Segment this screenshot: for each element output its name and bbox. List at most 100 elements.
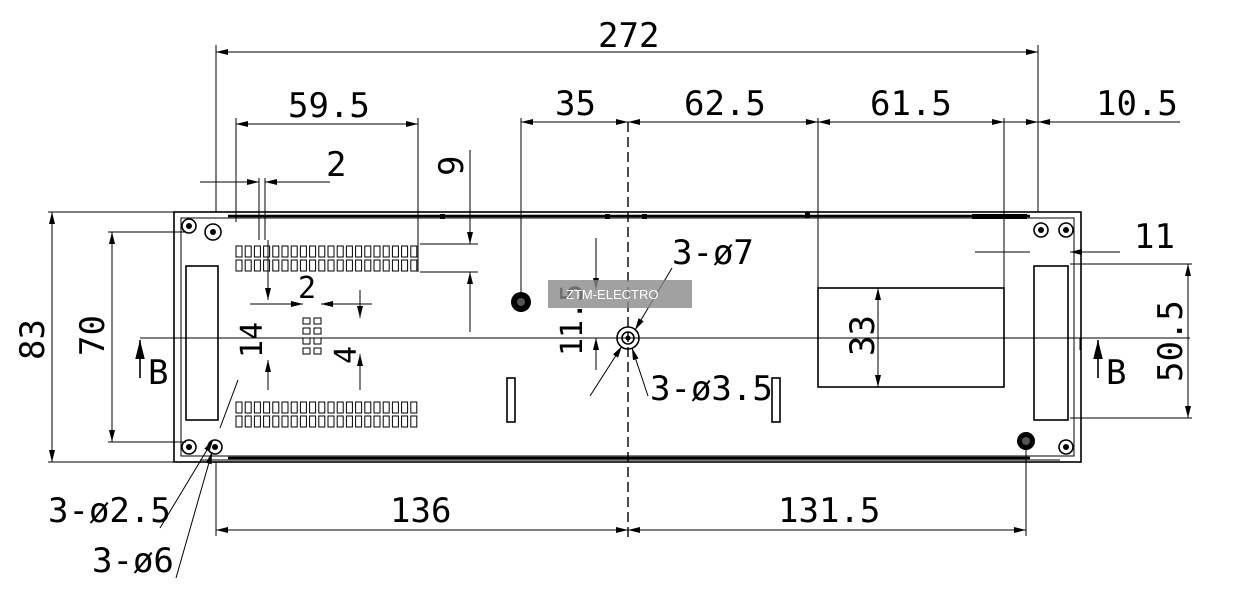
dim-3-phi7: 3-ø7	[672, 233, 754, 273]
connector-pin	[373, 259, 381, 272]
hole-bottom-left	[181, 439, 223, 455]
hole-left-center	[511, 292, 531, 312]
dim-83: 83	[13, 319, 53, 360]
connector-pin	[281, 245, 289, 258]
connector-pin	[244, 245, 252, 258]
connector-pin	[345, 415, 353, 428]
connector-pin	[309, 259, 317, 272]
connector-pin	[290, 415, 298, 428]
connector-pin	[318, 259, 326, 272]
connector-pin	[336, 259, 344, 272]
pin-row-top	[235, 245, 418, 272]
connector-pin	[235, 415, 243, 428]
dim-10-5: 10.5	[1096, 84, 1178, 124]
dim-35: 35	[555, 84, 596, 124]
dim-3-phi3-5: 3-ø3.5	[650, 369, 773, 409]
dimension-texts: 272 59.5 2 9 35 62.5 61.5 10.5 11 83 70 …	[13, 16, 1191, 581]
connector-pin	[309, 415, 317, 428]
connector-pin	[272, 245, 280, 258]
connector-pin	[272, 259, 280, 272]
connector-pin	[382, 259, 390, 272]
connector-pin	[272, 415, 280, 428]
connector-pin	[299, 245, 307, 258]
connector-pin	[253, 401, 261, 414]
section-mark-right: B	[1093, 340, 1126, 393]
connector-pin	[263, 401, 271, 414]
connector-pin	[327, 401, 335, 414]
connector-pin	[355, 415, 363, 428]
connector-pin	[253, 259, 261, 272]
dim-59-5: 59.5	[288, 86, 370, 126]
connector-pin	[244, 401, 252, 414]
section-label-right: B	[1106, 353, 1126, 393]
connector-pin	[263, 415, 271, 428]
connector-pin	[345, 259, 353, 272]
connector-pin	[299, 415, 307, 428]
connector-pin	[382, 245, 390, 258]
connector-pin	[364, 245, 372, 258]
section-mark-left: B	[135, 340, 168, 393]
connector-pin	[327, 415, 335, 428]
connector-pin	[327, 245, 335, 258]
dim-2-pitch: 2	[326, 145, 346, 185]
connector-pin	[364, 401, 372, 414]
connector-pin	[410, 415, 418, 428]
dim-4: 4	[329, 346, 364, 364]
connector-pin	[373, 415, 381, 428]
watermark: ZTM-ELECTRO	[548, 280, 692, 308]
dim-136: 136	[390, 491, 451, 531]
connector-pin	[253, 415, 261, 428]
connector-pin	[235, 401, 243, 414]
connector-pin	[382, 401, 390, 414]
connector-pin	[281, 401, 289, 414]
connector-pin	[391, 401, 399, 414]
connector-pin	[309, 245, 317, 258]
extension-lines	[48, 45, 1192, 536]
connector-pin	[272, 401, 280, 414]
hole-bottom-right	[1017, 432, 1074, 455]
connector-pin	[391, 415, 399, 428]
pin-row-bottom	[235, 401, 418, 428]
connector-pin	[309, 401, 317, 414]
dim-14: 14	[235, 322, 270, 358]
hole-top-left	[181, 218, 222, 241]
dim-272: 272	[598, 16, 659, 56]
connector-pin	[355, 245, 363, 258]
watermark-text: ZTM-ELECTRO	[566, 287, 658, 302]
connector-pin	[391, 259, 399, 272]
connector-pin	[235, 259, 243, 272]
dim-62-5: 62.5	[684, 84, 766, 124]
connector-pin	[318, 245, 326, 258]
connector-pin	[244, 259, 252, 272]
dim-70: 70	[73, 315, 113, 356]
connector-pin	[281, 415, 289, 428]
connector-pin	[345, 401, 353, 414]
connector-pin	[364, 259, 372, 272]
dim-9: 9	[432, 156, 472, 176]
section-label-left: B	[148, 353, 168, 393]
connector-pin	[401, 415, 409, 428]
hole-top-right	[1033, 222, 1074, 238]
connector-pin	[355, 259, 363, 272]
connector-pin	[263, 245, 271, 258]
dim-33: 33	[843, 315, 883, 356]
connector-pin	[410, 401, 418, 414]
connector-pin	[401, 245, 409, 258]
connector-pin	[263, 259, 271, 272]
dim-131-5: 131.5	[778, 491, 880, 531]
connector-pin	[355, 401, 363, 414]
connector-pin	[299, 401, 307, 414]
dimension-lines	[49, 49, 1191, 579]
connector-pin	[401, 401, 409, 414]
connector-pin	[327, 259, 335, 272]
connector-pin	[336, 401, 344, 414]
dim-50-5: 50.5	[1151, 300, 1191, 382]
connector-pin	[290, 259, 298, 272]
connector-pin	[290, 245, 298, 258]
connector-pin	[410, 245, 418, 258]
connector-pin	[290, 401, 298, 414]
connector-pin	[318, 401, 326, 414]
dim-3-phi2-5: 3-ø2.5	[48, 491, 171, 531]
connector-pin	[318, 415, 326, 428]
